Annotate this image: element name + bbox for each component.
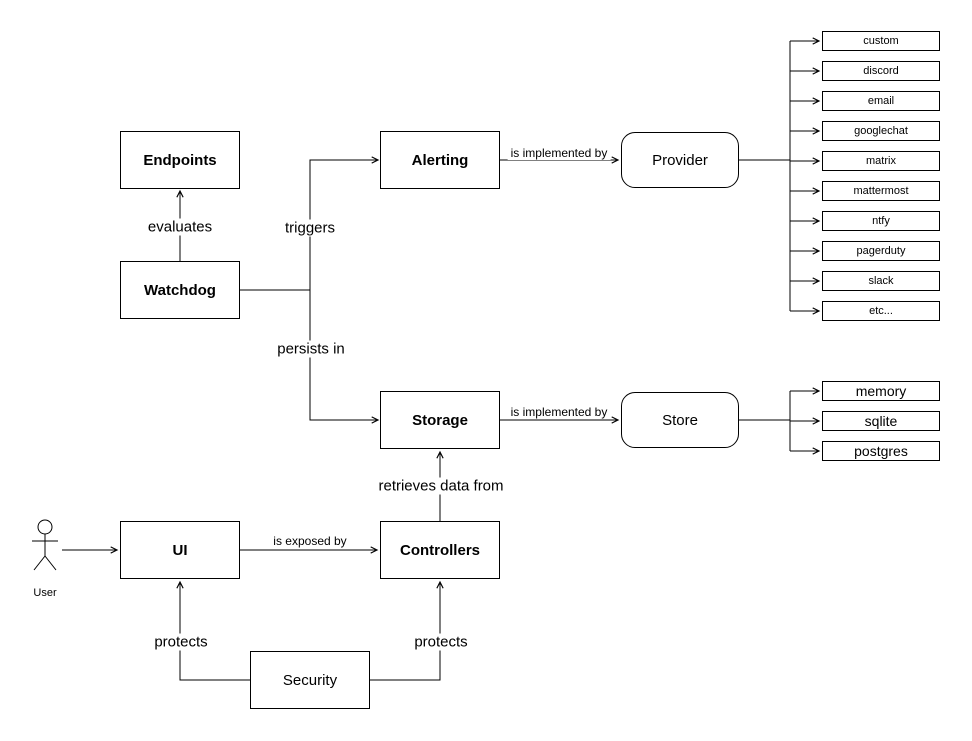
- node-alerting: Alerting: [380, 131, 500, 189]
- node-controllers: Controllers: [380, 521, 500, 579]
- provider-option-matrix: matrix: [822, 151, 940, 171]
- node-store: Store: [621, 392, 739, 448]
- edge-label-protects-ui: protects: [151, 633, 211, 651]
- edge-label-persists-in: persists in: [274, 340, 348, 358]
- edge-label-evaluates: evaluates: [144, 218, 216, 236]
- user-actor-icon: [32, 519, 58, 571]
- store-option-sqlite: sqlite: [822, 411, 940, 431]
- edge-label-protects-controllers: protects: [411, 633, 471, 651]
- edge-protects-controllers: [370, 580, 444, 681]
- node-watchdog: Watchdog: [120, 261, 240, 319]
- provider-option-email: email: [822, 91, 940, 111]
- store-option-postgres: postgres: [822, 441, 940, 461]
- edge-label-storage-implemented-by: is implemented by: [507, 405, 611, 419]
- node-storage: Storage: [380, 391, 500, 449]
- user-actor-label: User: [30, 587, 60, 599]
- node-ui: UI: [120, 521, 240, 579]
- provider-option-googlechat: googlechat: [822, 121, 940, 141]
- provider-option-custom: custom: [822, 31, 940, 51]
- provider-option-etc: etc...: [822, 301, 940, 321]
- edge-persists-in: [309, 290, 380, 424]
- provider-option-pagerduty: pagerduty: [822, 241, 940, 261]
- edge-label-triggers: triggers: [281, 219, 339, 237]
- provider-option-slack: slack: [822, 271, 940, 291]
- node-provider: Provider: [621, 132, 739, 188]
- node-security: Security: [250, 651, 370, 709]
- node-endpoints: Endpoints: [120, 131, 240, 189]
- edge-label-alerting-implemented-by: is implemented by: [507, 146, 611, 160]
- provider-option-discord: discord: [822, 61, 940, 81]
- edge-label-retrieves-data-from: retrieves data from: [375, 477, 507, 495]
- provider-option-ntfy: ntfy: [822, 211, 940, 231]
- provider-option-mattermost: mattermost: [822, 181, 940, 201]
- edge-label-is-exposed-by: is exposed by: [270, 534, 350, 548]
- store-option-memory: memory: [822, 381, 940, 401]
- edge-protects-ui: [176, 580, 250, 681]
